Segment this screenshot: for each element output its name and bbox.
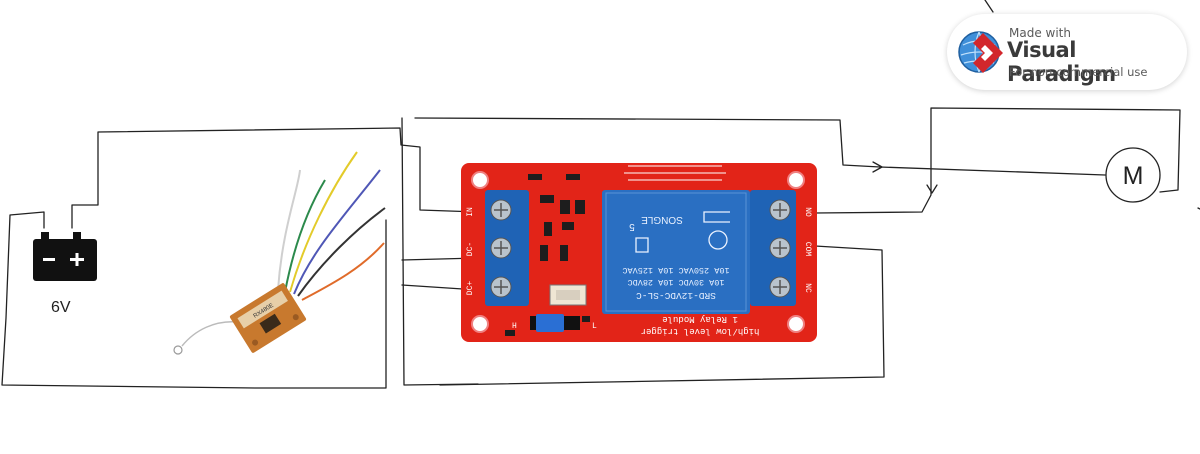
ul-mark-icon (635, 237, 649, 253)
visual-paradigm-logo-icon (958, 31, 1003, 73)
motor-icon: M (1105, 147, 1161, 203)
wire-battery-minus (1, 211, 387, 389)
watermark-brand: Visual Paradigm (1007, 38, 1116, 86)
motor-label: M (1123, 162, 1144, 190)
jumper-cap (536, 314, 564, 332)
watermark-made-with: Made with (1009, 26, 1071, 40)
watermark-badge: Made with Visual Paradigm For non-commer… (947, 14, 1187, 90)
wire-battery-plus (71, 127, 479, 229)
cert-mark-icon (708, 230, 728, 250)
jumper-h-label: H (512, 322, 517, 331)
relay-spec-line-2: 10A 30VDC 10A 28VDC (628, 277, 725, 287)
rf-receiver-module: RX480E (173, 151, 386, 355)
wire-top-tick (984, 0, 994, 13)
wire-arrow-2 (926, 184, 938, 194)
module-line-2: high/low level trigger (641, 326, 760, 336)
relay-body (602, 190, 750, 314)
relay-model: SRD-12VDC-SL-C (636, 290, 716, 301)
wire-top-span (414, 117, 881, 168)
relay-brand: SONGLE (641, 214, 683, 225)
relay-spec-line-1: 10A 250VAC 10A 125VAC (622, 265, 729, 275)
board-header-print (624, 165, 726, 181)
terminal-no-label: NO (803, 207, 812, 217)
wire-com (439, 245, 885, 386)
relay-module: IN DC- DC+ H L SONGLE 5 10A (461, 163, 817, 342)
wire-no (814, 107, 1181, 214)
watermark-note: For non-commercial use (1009, 65, 1148, 79)
terminal-dc-minus-label: DC- (466, 242, 475, 256)
terminal-in-label: IN (466, 207, 475, 217)
relay-number: 5 (629, 221, 635, 232)
wire-motor-left (879, 166, 1106, 176)
module-line-1: 1 Relay Module (662, 314, 738, 324)
wires (1, 0, 1200, 389)
terminal-com-label: COM (803, 242, 812, 257)
antenna-loop (173, 345, 183, 355)
terminal-dc-plus-label: DC+ (466, 281, 475, 296)
battery-icon (33, 232, 97, 281)
battery-voltage-label: 6V (51, 299, 71, 316)
jumper-l-label: L (592, 322, 597, 331)
terminal-nc-label: NC (803, 283, 812, 293)
antenna-wire (181, 321, 239, 347)
